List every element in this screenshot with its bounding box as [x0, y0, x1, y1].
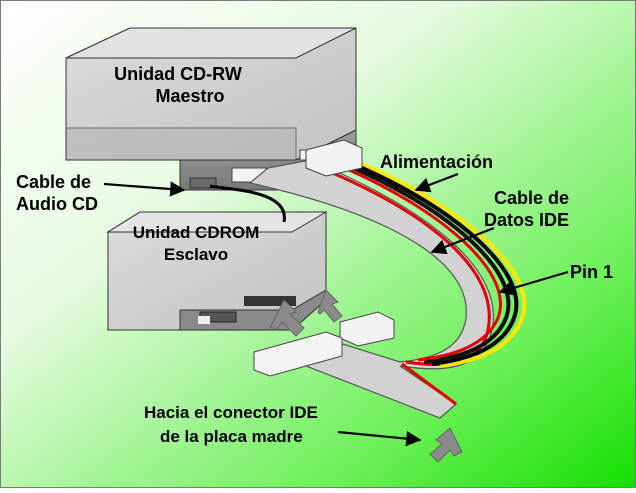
bottom-label-line2: de la placa madre: [160, 427, 303, 446]
pointer-arrows: [103, 172, 569, 447]
audio-label-line1: Cable de: [16, 172, 91, 192]
cdrom-label-line1: Unidad CDROM: [133, 223, 260, 242]
audio-cable: [209, 184, 286, 223]
cdrw-label-line2: Maestro: [155, 86, 224, 106]
power-cable: [253, 139, 527, 377]
cdrom-label-line2: Esclavo: [164, 245, 228, 264]
pin1-label: Pin 1: [570, 262, 613, 282]
insert-arrows: [269, 289, 463, 463]
bottom-label-line1: Hacia el conector IDE: [144, 403, 318, 422]
data-cable-label-line1: Cable de: [494, 188, 569, 208]
data-cable-label-line2: Datos IDE: [484, 210, 569, 230]
cdrom-drive: [106, 211, 328, 331]
power-label: Alimentación: [380, 152, 493, 172]
cdrw-label-line1: Unidad CD-RW: [114, 64, 242, 84]
audio-label-line2: Audio CD: [16, 194, 98, 214]
